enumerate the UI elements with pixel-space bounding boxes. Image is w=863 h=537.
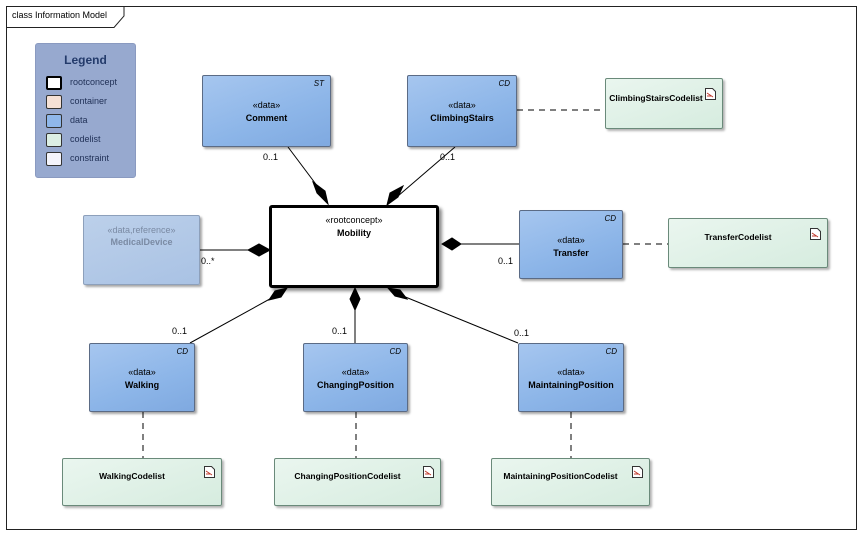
codelist-changing-position[interactable]: ChangingPositionCodelist	[274, 458, 441, 506]
class-name: Mobility	[337, 228, 371, 238]
document-icon	[705, 88, 716, 100]
composition-diamond-transfer	[441, 237, 462, 251]
legend-label: constraint	[70, 153, 110, 163]
stereotype-label: «data»	[557, 367, 585, 377]
class-name: Transfer	[553, 248, 589, 258]
class-name: Comment	[245, 113, 288, 123]
multiplicity-walking: 0..1	[172, 326, 188, 336]
diagram-title-tab	[6, 6, 125, 28]
document-icon	[204, 466, 215, 478]
document-icon	[632, 466, 643, 478]
legend-swatch	[46, 76, 62, 90]
class-climbing-stairs[interactable]: CD «data» ClimbingStairs	[407, 75, 517, 147]
multiplicity-climbing-stairs: 0..1	[440, 152, 456, 162]
codelist-transfer[interactable]: TransferCodelist	[668, 218, 828, 268]
legend-swatch	[46, 152, 62, 166]
composition-diamond-climbing-stairs	[386, 184, 405, 207]
legend-label: codelist	[70, 134, 101, 144]
codelist-name: ChangingPositionCodelist	[294, 471, 401, 481]
type-tag: CD	[176, 347, 188, 356]
stereotype-label: «data»	[252, 100, 281, 110]
connector-climbing-stairs	[397, 146, 456, 197]
codelist-name: WalkingCodelist	[99, 471, 165, 481]
legend-label: data	[70, 115, 88, 125]
connector-maintaining-position	[402, 295, 519, 344]
type-tag: CD	[604, 214, 616, 223]
class-name: MaintainingPosition	[528, 380, 614, 390]
composition-diamond-maintaining-position	[386, 287, 409, 300]
codelist-name: MaintainingPositionCodelist	[503, 471, 618, 481]
legend-title: Legend	[64, 53, 107, 67]
codelist-climbing-stairs[interactable]: ClimbingStairsCodelist	[605, 78, 723, 129]
multiplicity-changing-position: 0..1	[332, 326, 348, 336]
legend-swatch	[46, 114, 62, 128]
class-name: ClimbingStairs	[430, 113, 494, 123]
codelist-maintaining-position[interactable]: MaintainingPositionCodelist	[491, 458, 650, 506]
codelist-name: ClimbingStairsCodelist	[609, 93, 703, 103]
class-name: ChangingPosition	[317, 380, 394, 390]
type-tag: CD	[389, 347, 401, 356]
document-icon	[423, 466, 434, 478]
class-comment[interactable]: ST «data» Comment	[202, 75, 331, 147]
composition-diamond-comment	[311, 180, 329, 206]
multiplicity-transfer: 0..1	[498, 256, 514, 266]
composition-diamond-walking	[267, 287, 289, 301]
class-name: MedicalDevice	[110, 237, 173, 247]
stereotype-label: «data»	[341, 367, 370, 377]
class-mobility[interactable]: «rootconcept» Mobility	[269, 205, 439, 288]
stereotype-label: «data»	[448, 100, 476, 110]
legend-swatch	[46, 133, 62, 147]
stereotype-label: «data»	[557, 235, 585, 245]
legend-label: rootconcept	[70, 77, 118, 87]
document-icon	[810, 228, 821, 240]
composition-diamond-changing-position	[349, 286, 361, 312]
diagram-title: class Information Model	[12, 10, 108, 20]
class-name: Walking	[124, 380, 160, 390]
stereotype-label: «data,reference»	[107, 225, 176, 235]
multiplicity-maintaining-position: 0..1	[514, 328, 530, 338]
legend-swatch	[46, 95, 62, 109]
class-medical-device[interactable]: «data,reference» MedicalDevice	[83, 215, 200, 285]
type-tag: CD	[498, 79, 510, 88]
class-transfer[interactable]: CD «data» Transfer	[519, 210, 623, 279]
connector-walking	[189, 294, 278, 344]
composition-diamond-medical-device	[246, 243, 272, 257]
class-changing-position[interactable]: CD «data» ChangingPosition	[303, 343, 408, 412]
codelist-name: TransferCodelist	[704, 232, 772, 242]
legend-label: container	[70, 96, 108, 106]
type-tag: CD	[605, 347, 617, 356]
multiplicity-medical-device: 0..*	[201, 256, 215, 266]
legend: Legend rootconcept container data codeli…	[35, 43, 136, 178]
class-maintaining-position[interactable]: CD «data» MaintainingPosition	[518, 343, 624, 412]
codelist-walking[interactable]: WalkingCodelist	[62, 458, 222, 506]
multiplicity-comment: 0..1	[263, 152, 279, 162]
stereotype-label: «rootconcept»	[325, 215, 383, 225]
stereotype-label: «data»	[128, 367, 156, 377]
class-walking[interactable]: CD «data» Walking	[89, 343, 195, 412]
type-tag: ST	[313, 79, 324, 88]
